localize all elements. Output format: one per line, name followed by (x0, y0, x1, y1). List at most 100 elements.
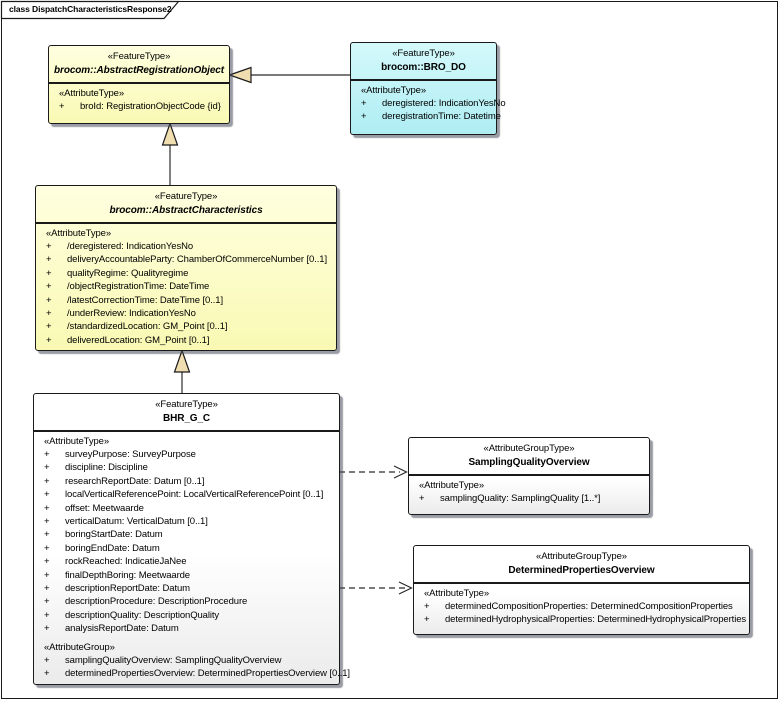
attribute-row: + deliveryAccountableParty: ChamberOfCom… (46, 253, 334, 266)
attribute-row: + finalDepthBoring: Meetwaarde (44, 569, 337, 582)
attribute-section-label: «AttributeType» (44, 436, 110, 447)
attribute-text: researchReportDate: Datum [0..1] (65, 475, 205, 487)
visibility-marker: + (46, 281, 52, 293)
attribute-row: + descriptionQuality: DescriptionQuality (44, 609, 337, 622)
attribute-compartment: «AttributeType» + determinedCompositionP… (414, 584, 749, 631)
attribute-text: offset: Meetwaarde (65, 502, 144, 514)
visibility-marker: + (44, 489, 50, 501)
stereotype-label: «FeatureType» (155, 399, 218, 410)
attribute-row: + rockReached: IndicatieJaNee (44, 555, 337, 568)
visibility-marker: + (46, 321, 52, 333)
attribute-row: + localVerticalReferencePoint: LocalVert… (44, 488, 337, 501)
stereotype-label: «FeatureType» (154, 191, 218, 202)
visibility-marker: + (44, 654, 50, 666)
attribute-text: localVerticalReferencePoint: LocalVertic… (65, 489, 324, 501)
attribute-text: deliveryAccountableParty: ChamberOfComme… (67, 254, 327, 266)
attribute-row: + determinedPropertiesOverview: Determin… (44, 667, 350, 680)
class-header: «FeatureType» brocom::AbstractRegistrati… (49, 46, 229, 84)
attribute-row: + samplingQualityOverview: SamplingQuali… (44, 654, 337, 667)
dependency-arrow-bhr-to-sqo[interactable] (339, 465, 408, 479)
visibility-marker: + (44, 668, 50, 680)
class-box-abstract-characteristics[interactable]: «FeatureType» brocom::AbstractCharacteri… (35, 185, 337, 351)
attribute-compartment: «AttributeType» + deregistered: Indicati… (351, 81, 506, 128)
attribute-group-section-label: «AttributeGroup» (44, 641, 115, 653)
attribute-text: deregistered: IndicationYesNo (382, 98, 506, 109)
attribute-text: rockReached: IndicatieJaNee (65, 556, 187, 568)
attribute-row: + boringStartDate: Datum (44, 528, 337, 541)
stereotype-label: «FeatureType» (107, 51, 171, 62)
attribute-text: samplingQualityOverview: SamplingQuality… (65, 654, 282, 666)
visibility-marker: + (44, 475, 50, 487)
visibility-marker: + (424, 614, 430, 626)
attribute-compartment: «AttributeType» + surveyPurpose: SurveyP… (34, 432, 350, 685)
attribute-text: boringEndDate: Datum (65, 542, 160, 554)
class-name: BHR_G_C (162, 413, 211, 424)
class-box-sampling-quality-overview[interactable]: «AttributeGroupType» SamplingQualityOver… (408, 437, 650, 515)
visibility-marker: + (44, 542, 50, 554)
attribute-row: + discipline: Discipline (44, 461, 337, 474)
class-box-bro-do[interactable]: «FeatureType» brocom::BRO_DO «AttributeT… (350, 42, 506, 135)
stereotype-label: «FeatureType» (392, 48, 455, 59)
attribute-text: descriptionQuality: DescriptionQuality (65, 609, 220, 621)
generalization-arrow-brodo-to-aro[interactable] (227, 66, 351, 84)
generalization-arrow-ac-to-aro[interactable] (161, 121, 179, 186)
visibility-marker: + (44, 596, 50, 608)
visibility-marker: + (46, 267, 52, 279)
visibility-marker: + (419, 493, 425, 504)
stereotype-label: «AttributeGroupType» (483, 443, 575, 454)
visibility-marker: + (44, 583, 50, 595)
visibility-marker: + (44, 623, 50, 635)
class-box-bhr-g-c[interactable]: «FeatureType» BHR_G_C «AttributeType» + … (33, 393, 350, 685)
attribute-text: finalDepthBoring: Meetwaarde (65, 569, 190, 581)
attribute-compartment: «AttributeType» + broId: RegistrationObj… (49, 84, 229, 117)
attribute-text: samplingQuality: SamplingQuality [1..*] (440, 493, 601, 504)
visibility-marker: + (44, 502, 50, 514)
attribute-text: descriptionReportDate: Datum (65, 583, 190, 595)
attribute-text: /objectRegistrationTime: DateTime (67, 281, 210, 293)
attribute-text: verticalDatum: VerticalDatum [0..1] (65, 516, 208, 528)
class-name: brocom::BRO_DO (381, 62, 466, 73)
attribute-row: + offset: Meetwaarde (44, 502, 337, 515)
visibility-marker: + (44, 449, 50, 460)
visibility-marker: + (44, 462, 50, 474)
attribute-compartment: «AttributeType» + /deregistered: Indicat… (36, 224, 336, 351)
visibility-marker: + (46, 308, 52, 320)
stereotype-label: «AttributeGroupType» (536, 551, 627, 562)
attribute-text: discipline: Discipline (65, 462, 148, 474)
attribute-row: + qualityRegime: Qualityregime (46, 267, 334, 280)
visibility-marker: + (44, 609, 50, 621)
class-header: «AttributeGroupType» SamplingQualityOver… (409, 438, 649, 476)
attribute-text: qualityRegime: Qualityregime (67, 267, 189, 279)
attribute-row: + samplingQuality: SamplingQuality [1..*… (419, 492, 647, 505)
class-name: brocom::AbstractRegistrationObject (54, 65, 224, 76)
generalization-arrow-bhr-to-ac[interactable] (173, 348, 191, 394)
attribute-section-label: «AttributeType» (361, 85, 427, 96)
attribute-row: + surveyPurpose: SurveyPurpose (44, 448, 337, 461)
attribute-text: /standardizedLocation: GM_Point [0..1] (67, 321, 228, 333)
attribute-text: /deregistered: IndicationYesNo (67, 241, 194, 252)
visibility-marker: + (361, 98, 367, 109)
class-box-abstract-registration-object[interactable]: «FeatureType» brocom::AbstractRegistrati… (48, 45, 230, 124)
attribute-row: + boringEndDate: Datum (44, 542, 337, 555)
attribute-text: analysisReportDate: Datum (65, 623, 179, 635)
class-box-determined-properties-overview[interactable]: «AttributeGroupType» DeterminedPropertie… (413, 545, 750, 635)
visibility-marker: + (59, 101, 65, 112)
class-name: DeterminedPropertiesOverview (508, 565, 655, 576)
attribute-text: surveyPurpose: SurveyPurpose (65, 449, 196, 460)
attribute-row: + /standardizedLocation: GM_Point [0..1] (46, 320, 334, 333)
dependency-arrow-bhr-to-dpo[interactable] (339, 581, 413, 595)
attribute-text: determinedCompositionProperties: Determi… (445, 601, 733, 612)
attribute-row: + determinedCompositionProperties: Deter… (424, 600, 747, 613)
attribute-text: determinedHydrophysicalProperties: Deter… (445, 614, 747, 626)
attribute-text: deliveredLocation: GM_Point [0..1] (67, 334, 210, 346)
attribute-text: descriptionProcedure: DescriptionProcedu… (65, 596, 248, 608)
attribute-text: broId: RegistrationObjectCode {id} (80, 101, 221, 112)
visibility-marker: + (46, 241, 52, 252)
attribute-section-label: «AttributeType» (59, 88, 125, 99)
attribute-row: + /deregistered: IndicationYesNo (46, 240, 334, 253)
attribute-text: /underReview: IndicationYesNo (67, 308, 196, 320)
attribute-row: + deregistrationTime: Datetime (361, 110, 501, 123)
attribute-section-label: «AttributeType» (46, 228, 112, 239)
